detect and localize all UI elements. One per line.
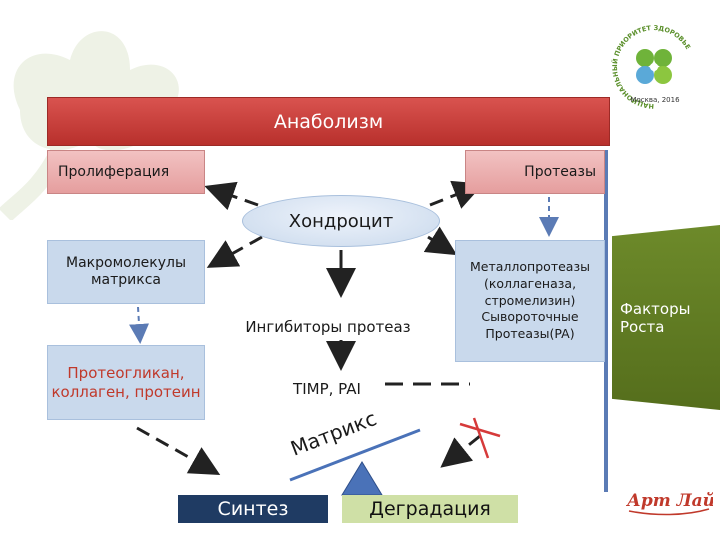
anabolism-banner: Анаболизм <box>47 97 610 146</box>
arrow-to-proteoglycan <box>129 306 150 344</box>
art-life-text: Арт Лайф <box>625 491 713 511</box>
arrow-to-proliferation <box>204 181 259 211</box>
timp-pai-label: TIMP, PAI <box>293 380 361 398</box>
matrix-label: Матрикс <box>286 404 396 464</box>
health-priority-logo: НАЦИОНАЛЬНЫЙ ПРИОРИТЕТ ЗДОРОВЬЕ <box>610 24 692 110</box>
clover-icon <box>636 49 672 84</box>
arrow-to-synthesis <box>136 426 221 475</box>
degradation-box: Деградация <box>342 495 518 523</box>
arrow-to-degradation <box>440 434 481 468</box>
macromolecules-box: Макромолекулы матрикса <box>47 240 205 304</box>
chondrocyte-ellipse: Хондроцит <box>242 195 440 247</box>
growth-factors-arrow: Факторы Роста <box>612 225 720 410</box>
growth-factors-label: Факторы Роста <box>620 299 691 336</box>
arrow-to-macromolecules <box>206 235 263 268</box>
inhibitors-label: Ингибиторы протеаз <box>245 318 411 336</box>
proliferation-box: Пролиферация <box>47 150 205 194</box>
health-logo-caption: Москва, 2016 <box>630 96 680 104</box>
arrow-to-metalloproteases <box>423 226 458 256</box>
proteoglycan-box: Протеогликан, коллаген, протеин <box>47 345 205 420</box>
proteases-box: Протеазы <box>465 150 605 194</box>
metalloproteases-box: Металлопротеазы (коллагеназа, стромелизи… <box>455 240 605 362</box>
inhibition-cross-icon <box>459 417 501 459</box>
matrix-text: Матрикс <box>287 406 380 461</box>
arrow-to-proteases <box>429 180 484 209</box>
vertical-divider <box>604 150 608 492</box>
synthesis-box: Синтез <box>178 495 328 523</box>
art-life-logo: Арт Лайф <box>625 491 713 516</box>
